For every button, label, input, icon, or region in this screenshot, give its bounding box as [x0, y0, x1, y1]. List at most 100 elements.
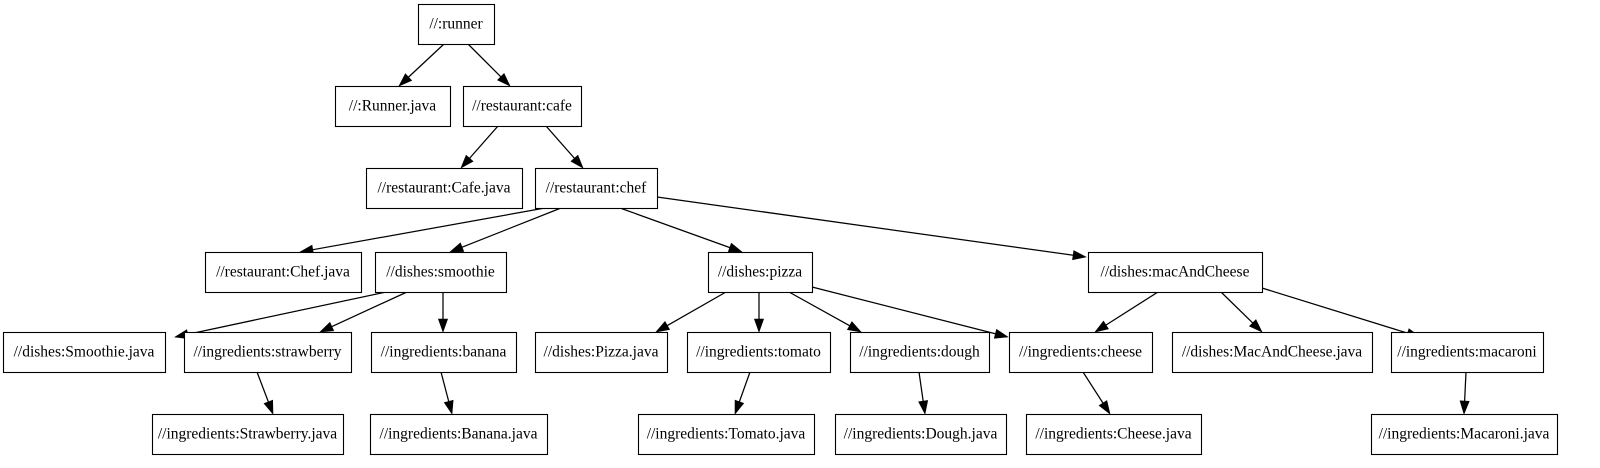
- edge-line: [310, 207, 546, 251]
- node-label: //ingredients:dough: [859, 344, 980, 361]
- node-box[interactable]: [374, 251, 508, 294]
- node-label: //ingredients:Strawberry.java: [158, 426, 337, 443]
- graph-node-dishes_smoothie[interactable]: //dishes:smoothie: [374, 251, 508, 294]
- node-box[interactable]: [534, 167, 659, 210]
- edge-line: [256, 371, 270, 404]
- graph-node-ing_macaroni[interactable]: //ingredients:macaroni: [1390, 331, 1545, 374]
- graph-node-ing_banana[interactable]: //ingredients:banana: [370, 331, 518, 374]
- node-box[interactable]: [204, 251, 363, 294]
- graph-edge: [174, 291, 387, 340]
- graph-edge: [1094, 291, 1159, 333]
- edge-arrowhead-icon: [497, 73, 511, 87]
- node-box[interactable]: [417, 3, 496, 46]
- node-box[interactable]: [370, 331, 518, 374]
- graph-edge: [918, 371, 929, 415]
- graph-edge: [753, 292, 765, 333]
- edge-arrowhead-icon: [753, 318, 765, 333]
- node-box[interactable]: [151, 413, 345, 456]
- graph-node-chef_java[interactable]: //restaurant:Chef.java: [204, 251, 363, 294]
- node-label: //restaurant:chef: [546, 180, 648, 197]
- edge-arrowhead-icon: [263, 399, 274, 415]
- graph-node-ing_dough[interactable]: //ingredients:dough: [849, 331, 991, 374]
- graph-node-restaurant_chef[interactable]: //restaurant:chef: [534, 167, 659, 210]
- edge-arrowhead-icon: [1094, 320, 1109, 333]
- node-box[interactable]: [686, 331, 832, 374]
- node-box[interactable]: [2, 331, 167, 374]
- graph-node-strawberry_java[interactable]: //ingredients:Strawberry.java: [151, 413, 345, 456]
- node-box[interactable]: [365, 167, 524, 210]
- node-label: //dishes:Pizza.java: [544, 344, 659, 361]
- node-label: //ingredients:Tomato.java: [647, 426, 806, 443]
- graph-node-runner[interactable]: //:runner: [417, 3, 496, 46]
- node-box[interactable]: [707, 251, 814, 294]
- node-box[interactable]: [183, 331, 353, 374]
- graph-node-ing_tomato[interactable]: //ingredients:tomato: [686, 331, 832, 374]
- graph-edge: [1220, 291, 1263, 333]
- node-box[interactable]: [1390, 331, 1545, 374]
- node-label: //ingredients:Macaroni.java: [1379, 426, 1550, 443]
- edge-line: [1103, 291, 1159, 327]
- node-label: //ingredients:Banana.java: [380, 426, 538, 443]
- edge-line: [788, 291, 852, 328]
- node-label: //ingredients:Cheese.java: [1035, 426, 1191, 443]
- node-label: //:runner: [429, 16, 483, 33]
- graph-node-ing_strawberry[interactable]: //ingredients:strawberry: [183, 331, 353, 374]
- node-box[interactable]: [369, 413, 549, 456]
- graph-node-restaurant_cafe[interactable]: //restaurant:cafe: [462, 85, 583, 128]
- graph-node-cheese_java[interactable]: //ingredients:Cheese.java: [1025, 413, 1203, 456]
- graph-node-banana_java[interactable]: //ingredients:Banana.java: [369, 413, 549, 456]
- node-box[interactable]: [462, 85, 583, 128]
- graph-edge: [545, 125, 584, 169]
- graph-node-pizza_java[interactable]: //dishes:Pizza.java: [534, 331, 669, 374]
- node-box[interactable]: [1087, 251, 1264, 294]
- edge-line: [918, 371, 925, 404]
- edge-arrowhead-icon: [1098, 400, 1111, 415]
- edge-arrowhead-icon: [993, 328, 1009, 339]
- edge-line: [467, 125, 499, 161]
- edge-arrowhead-icon: [1072, 250, 1087, 261]
- edge-arrowhead-icon: [734, 399, 745, 415]
- graph-edge: [299, 207, 546, 255]
- graph-edge: [1459, 371, 1470, 415]
- node-box[interactable]: [1370, 413, 1559, 456]
- edge-line: [1261, 287, 1410, 335]
- graph-edge: [656, 196, 1087, 261]
- node-label: //dishes:macAndCheese: [1101, 264, 1250, 281]
- graph-edge: [1261, 287, 1421, 338]
- graph-edge: [440, 371, 454, 415]
- graph-edge: [1082, 371, 1111, 415]
- node-label: //:Runner.java: [349, 98, 437, 115]
- graph-node-smoothie_java[interactable]: //dishes:Smoothie.java: [2, 331, 167, 374]
- graph-node-cafe_java[interactable]: //restaurant:Cafe.java: [365, 167, 524, 210]
- graph-node-macandcheese_java[interactable]: //dishes:MacAndCheese.java: [1171, 331, 1374, 374]
- node-label: //ingredients:cheese: [1019, 344, 1142, 361]
- edge-line: [467, 43, 503, 79]
- graph-edge: [449, 207, 562, 253]
- graph-node-dishes_macandcheese[interactable]: //dishes:macAndCheese: [1087, 251, 1264, 294]
- edge-line: [1082, 371, 1105, 406]
- node-box[interactable]: [1171, 331, 1374, 374]
- edge-arrowhead-icon: [398, 73, 413, 87]
- graph-node-tomato_java[interactable]: //ingredients:Tomato.java: [637, 413, 816, 456]
- node-box[interactable]: [534, 331, 669, 374]
- graph-edge: [655, 291, 727, 333]
- node-box[interactable]: [637, 413, 816, 456]
- edge-arrowhead-icon: [1459, 400, 1470, 415]
- graph-node-runner_java[interactable]: //:Runner.java: [334, 85, 452, 128]
- edge-line: [440, 371, 450, 404]
- graph-node-macaroni_java[interactable]: //ingredients:Macaroni.java: [1370, 413, 1559, 456]
- graph-edge: [319, 291, 408, 333]
- edge-line: [656, 196, 1076, 257]
- edge-arrowhead-icon: [319, 321, 335, 333]
- graph-node-dough_java[interactable]: //ingredients:Dough.java: [834, 413, 1008, 456]
- edge-arrowhead-icon: [846, 321, 862, 333]
- graph-edge: [788, 291, 862, 333]
- node-box[interactable]: [334, 85, 452, 128]
- node-label: //restaurant:Cafe.java: [378, 180, 511, 197]
- node-box[interactable]: [1008, 331, 1154, 374]
- node-box[interactable]: [849, 331, 991, 374]
- graph-node-ing_cheese[interactable]: //ingredients:cheese: [1008, 331, 1154, 374]
- graph-node-dishes_pizza[interactable]: //dishes:pizza: [707, 251, 814, 294]
- node-box[interactable]: [1025, 413, 1203, 456]
- node-box[interactable]: [834, 413, 1008, 456]
